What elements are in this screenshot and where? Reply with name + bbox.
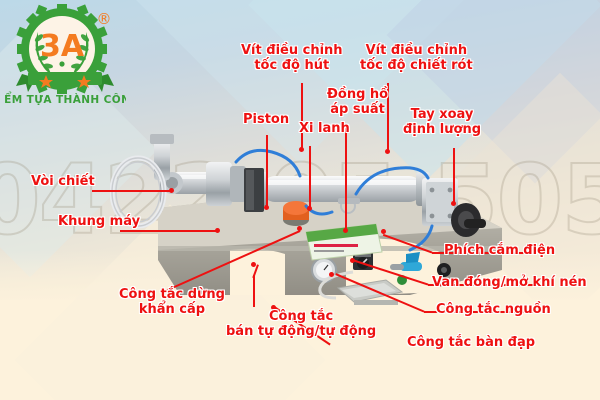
- brand-logo: 3A ® ĐIỂM TỰA THÀNH CÔNG: [4, 2, 126, 110]
- label-cong-tac-nguon: Công tắc nguồn: [436, 302, 551, 318]
- label-voi-chiet: Vòi chiết: [31, 174, 95, 190]
- leader-dot: [342, 228, 348, 233]
- label-line: Vòi chiết: [31, 174, 95, 189]
- label-xi-lanh: Xi lanh: [299, 121, 350, 137]
- leader-dot: [381, 229, 386, 234]
- label-line: Van đóng/mở khí nén: [432, 275, 587, 290]
- metering-handwheel: [451, 203, 486, 237]
- leader-line: [345, 125, 347, 230]
- label-line: Công tắc: [268, 309, 334, 324]
- leader-dot: [384, 149, 390, 154]
- piston-assembly: [161, 162, 258, 206]
- label-line: tốc độ hút: [254, 57, 330, 73]
- leader-dot: [329, 272, 334, 277]
- leader-dot: [350, 258, 355, 263]
- label-line: Công tắc bàn đạp: [407, 335, 536, 350]
- label-phich-cam-dien: Phích cắm điện: [444, 243, 556, 259]
- pneumatic-valve-block: [422, 178, 458, 226]
- leader-line: [301, 83, 303, 149]
- label-piston: Piston: [243, 112, 290, 128]
- leader-line: [428, 284, 544, 286]
- power-inlet-socket: [437, 263, 451, 277]
- leader-line: [453, 148, 455, 203]
- logo-tagline: ĐIỂM TỰA THÀNH CÔNG: [4, 91, 126, 106]
- label-line: tốc độ chiết rót: [360, 57, 473, 73]
- registered-icon: ®: [97, 10, 112, 28]
- label-line: định lượng: [403, 121, 481, 137]
- label-dong-ho-ap-suat: Đồng hồ áp suất: [327, 87, 389, 117]
- label-line: Xi lanh: [299, 121, 350, 136]
- logo-mark: 3A: [40, 29, 85, 64]
- leader-line: [266, 135, 268, 207]
- leader-dot: [298, 147, 304, 152]
- laurel-icon: [34, 32, 90, 74]
- leader-line: [309, 146, 311, 208]
- label-line: áp suất: [330, 101, 385, 117]
- leader-dot: [271, 305, 276, 310]
- air-valve: [390, 252, 422, 271]
- label-line: Khung máy: [58, 214, 141, 229]
- label-line: Tay xoay: [410, 107, 474, 122]
- leader-line: [253, 275, 255, 307]
- label-cong-tac-dung-khan-cap: Công tắc dừng khẩn cấp: [119, 287, 225, 317]
- label-line: Vít điều chỉnh: [241, 43, 343, 58]
- label-van-dong-mo-khi-nen: Van đóng/mở khí nén: [432, 275, 587, 291]
- spiral-hose-coils: [111, 157, 165, 227]
- leader-line: [424, 311, 536, 313]
- foot-pedal: [318, 270, 404, 305]
- leader-dot: [250, 262, 256, 267]
- label-line: bán tự động/tự động: [226, 323, 377, 339]
- leader-line: [432, 252, 528, 254]
- leader-dot: [306, 206, 312, 211]
- label-cong-tac-ban-dap: Công tắc bàn đạp: [407, 335, 536, 351]
- label-line: Đồng hồ: [327, 87, 389, 102]
- product-label-sticker: [305, 223, 383, 261]
- motor-block: [244, 168, 264, 212]
- leader-line: [387, 83, 389, 151]
- leader-line: [92, 190, 172, 192]
- label-tay-xoay-dinh-luong: Tay xoay định lượng: [403, 107, 481, 137]
- leader-line: [120, 230, 218, 232]
- label-line: Phích cắm điện: [444, 243, 556, 258]
- label-vit-dieu-chinh-toc-do-hut: Vít điều chỉnh tốc độ hút: [241, 43, 343, 73]
- label-cong-tac-ban-tu-dong-tu-dong: Công tắc bán tự động/tự động: [226, 309, 377, 339]
- label-vit-dieu-chinh-toc-do-chiet-rot: Vít điều chỉnh tốc độ chiết rót: [360, 43, 473, 73]
- label-line: Vít điều chỉnh: [365, 43, 468, 58]
- label-line: Công tắc dừng: [119, 287, 225, 302]
- leader-dot: [169, 187, 174, 193]
- label-line: Công tắc nguồn: [436, 302, 551, 317]
- filling-machine-photo: [109, 120, 530, 310]
- label-line: Piston: [243, 112, 290, 127]
- label-khung-may: Khung máy: [58, 214, 141, 230]
- ribbon-icon: [16, 72, 114, 92]
- label-line: khẩn cấp: [138, 301, 206, 317]
- leader-dot: [215, 227, 220, 233]
- leader-dot: [297, 226, 302, 231]
- leader-dot: [450, 201, 456, 206]
- leader-dot: [263, 205, 269, 210]
- emergency-stop-button: [283, 201, 309, 226]
